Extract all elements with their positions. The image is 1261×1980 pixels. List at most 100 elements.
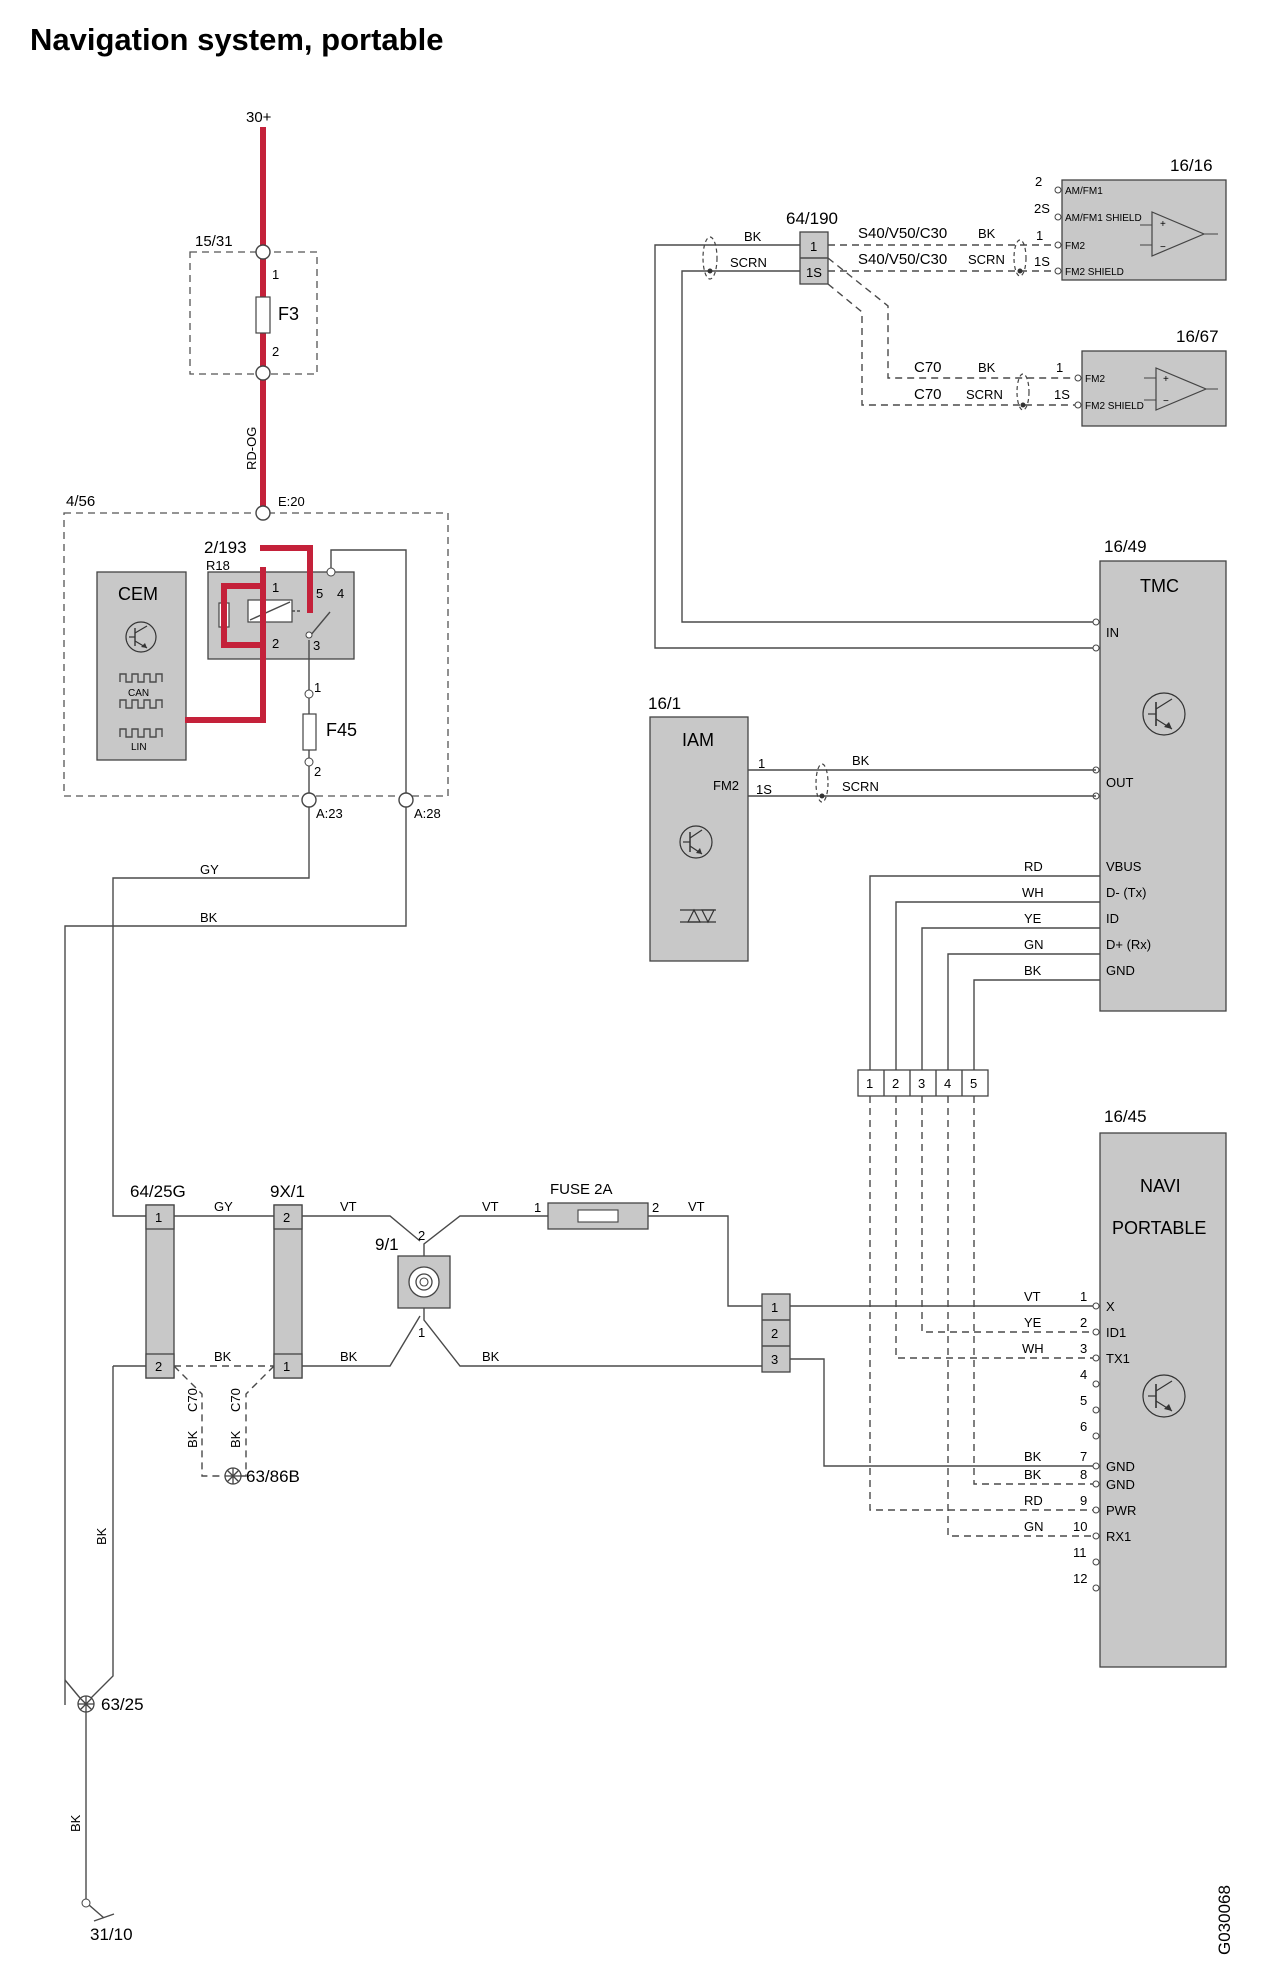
wire-tmc-dplus [947, 953, 1100, 1080]
conn-9x-1-id: 9X/1 [270, 1182, 305, 1201]
wire-bk-navi-gnd8 [973, 1096, 1100, 1485]
radio-16-16-id: 16/16 [1170, 156, 1213, 175]
conn-9x-1 [273, 1204, 303, 1379]
relay-contact-3 [305, 631, 313, 639]
conn5-pin5: 5 [970, 1076, 977, 1091]
fuse-box-15-31-id: 15/31 [195, 233, 233, 250]
navi-box [1099, 1132, 1227, 1668]
relay-contact-4 [326, 567, 336, 577]
supply-label: 30+ [246, 109, 272, 126]
svg-text:+: + [1160, 219, 1166, 230]
relay-id: 2/193 [204, 538, 247, 557]
wire-scrn-16-67-label: SCRN [966, 387, 1003, 402]
node-f45-bottom [304, 757, 314, 767]
wire-bk-lower-label: BK [68, 1814, 83, 1832]
conn-64-25g [145, 1204, 175, 1379]
transistor-icon-iam [679, 825, 713, 859]
radio-16-16-pin-2s-num: 2S [1034, 201, 1050, 216]
wire-scrn-16-16-label: SCRN [968, 252, 1005, 267]
wire-bk-iam-label: BK [852, 753, 870, 768]
wire-bk-16-67 [827, 257, 1082, 379]
fuse-f3-symbol [255, 296, 271, 334]
wire-rd-og-label: RD-OG [244, 427, 259, 470]
navi-pins: 1 2 3 4 5 6 7 8 9 10 11 12 X ID1 TX1 GND… [1022, 1289, 1136, 1592]
navi-pin-2-name: ID1 [1106, 1325, 1126, 1340]
wire-vt-antenna [423, 1215, 548, 1256]
navi-pin-9-num: 9 [1080, 1493, 1087, 1508]
node-a28 [398, 792, 414, 808]
iam-label: IAM [682, 730, 714, 750]
fuse-2a-pin2: 2 [652, 1200, 659, 1215]
conn-64-25g-pin2-label: 2 [155, 1359, 162, 1374]
navi-label-2: PORTABLE [1112, 1218, 1206, 1238]
wire-bk-link-label: BK [214, 1349, 232, 1364]
wire-gn-navi-rx1 [947, 1096, 1100, 1537]
radio-16-67-pin-1-num: 1 [1056, 360, 1063, 375]
navi-pin-10-name: RX1 [1106, 1529, 1131, 1544]
tmc-usb-wire-ye: YE [1024, 911, 1042, 926]
wire-bk-64-190-left [654, 244, 1100, 649]
relay-pin-4: 4 [337, 586, 344, 601]
node-a28-label: A:28 [414, 806, 441, 821]
radio-16-67-pin-1 [1074, 374, 1082, 382]
radio-16-16-pin-2-num: 2 [1035, 174, 1042, 189]
wire-bk-a28-label: BK [200, 910, 218, 925]
wire-bk-c70-b: BK [228, 1430, 243, 1448]
tmc-usb-wire-gn: GN [1024, 937, 1044, 952]
shield-junction-16-67 [1020, 402, 1026, 408]
navi-label-1: NAVI [1140, 1176, 1181, 1196]
fuse-2a-label: FUSE 2A [550, 1181, 613, 1198]
conn5-pin4: 4 [944, 1076, 951, 1091]
tmc-usb-wire-rd: RD [1024, 859, 1043, 874]
radio-16-67 [1081, 350, 1227, 427]
navi-pin-4-num: 4 [1080, 1367, 1087, 1382]
navi-wire-gn: GN [1024, 1519, 1044, 1534]
wire-vt-antenna-label: VT [482, 1199, 499, 1214]
wire-ye-navi-id1 [921, 1096, 1100, 1333]
shield-icon-64-190-left [702, 236, 718, 280]
tmc-usb-pin-dminus: D- (Tx) [1106, 885, 1146, 900]
ground-63-25-label: 63/25 [101, 1695, 144, 1714]
wire-vt-9x1-label: VT [340, 1199, 357, 1214]
radio-16-16-pin-1-name: FM2 [1065, 241, 1085, 252]
navi-wire-rd: RD [1024, 1493, 1043, 1508]
amplifier-icon: + − [1140, 211, 1218, 257]
antenna-9-1-core [419, 1277, 429, 1287]
fuse-f3-pin-top: 1 [272, 267, 279, 282]
radio-16-67-pin-1s-num: 1S [1054, 387, 1070, 402]
node-f45-top [304, 689, 314, 699]
ground-63-86b-icon [224, 1467, 242, 1485]
wire-s40-label-1: S40/V50/C30 [858, 225, 947, 242]
navi-wire-ye: YE [1024, 1315, 1042, 1330]
relay-sub: R18 [206, 558, 230, 573]
radio-16-16 [1061, 179, 1227, 281]
transistor-icon-tmc [1142, 692, 1186, 736]
cem-box [96, 571, 187, 761]
wire-c70-b [240, 1365, 275, 1477]
cem-label: CEM [118, 584, 158, 604]
conn5: 1 2 3 4 5 [857, 1069, 989, 1097]
radio-16-16-pin-1s-num: 1S [1034, 254, 1050, 269]
cem-red-wire [185, 567, 266, 723]
wire-gy [112, 807, 310, 1217]
radio-16-16-pin-1-num: 1 [1036, 228, 1043, 243]
conn-64-25g-pin1-label: 1 [155, 1210, 162, 1225]
wire-tmc-gnd [973, 979, 1100, 1080]
navi-pin-10-num: 10 [1073, 1519, 1087, 1534]
navi-pin-11-num: 11 [1073, 1545, 1087, 1560]
wire-relay-4-a28 [330, 549, 407, 800]
page-title: Navigation system, portable [30, 22, 444, 57]
ground-31-10-node [81, 1898, 91, 1908]
navi-wire-bk-7: BK [1024, 1449, 1042, 1464]
wire-bk-c70-a: BK [185, 1430, 200, 1448]
module-4-56-id: 4/56 [66, 493, 95, 510]
radio-16-67-id: 16/67 [1176, 327, 1219, 346]
relay-red-wire [260, 545, 313, 613]
tmc-usb-pin-vbus: VBUS [1106, 859, 1142, 874]
svg-text:−: − [1160, 242, 1166, 253]
lin-wave-icon [119, 728, 163, 738]
relay-pin-1: 1 [272, 580, 279, 595]
node-e20 [255, 505, 271, 521]
svg-text:+: + [1163, 374, 1169, 385]
c70-label-a: C70 [185, 1388, 200, 1412]
